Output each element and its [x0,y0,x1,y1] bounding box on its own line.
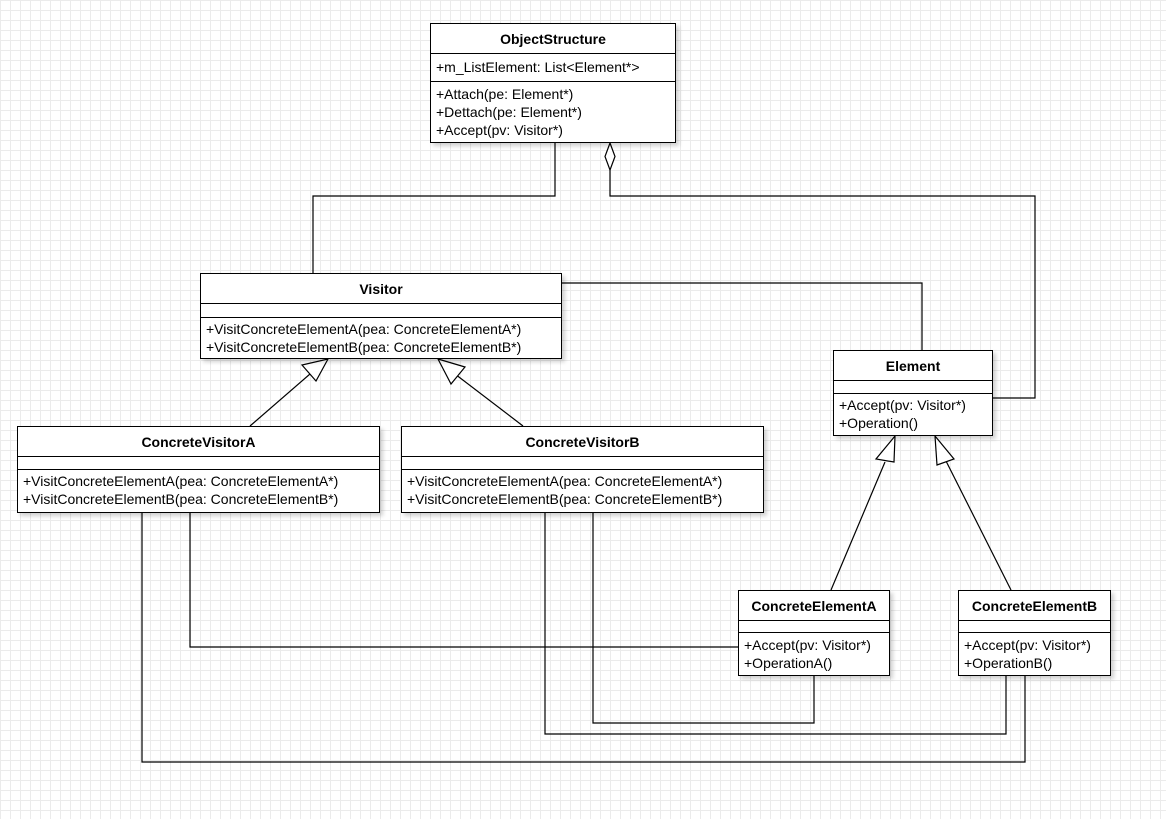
class-concreteelementa[interactable]: ConcreteElementA +Accept(pv: Visitor*) +… [738,590,890,676]
operation-row: +VisitConcreteElementA(pea: ConcreteElem… [407,473,723,489]
operation-row: +VisitConcreteElementB(pea: ConcreteElem… [23,491,339,507]
class-concretevisitorb[interactable]: ConcreteVisitorB +VisitConcreteElementA(… [401,426,764,513]
generalization-arrow-eb [934,434,956,466]
class-title: ObjectStructure [431,24,675,54]
operation-row: +OperationA() [744,655,833,671]
class-title: ConcreteVisitorA [18,427,379,457]
class-element[interactable]: Element +Accept(pv: Visitor*) +Operation… [833,350,993,436]
operation-row: +Accept(pv: Visitor*) [964,637,1091,653]
connector-concreteelementb-element[interactable] [945,460,1012,591]
operations-section: +Accept(pv: Visitor*) +OperationB() [959,633,1110,672]
connector-concretevisitorb-visitor[interactable] [454,373,524,427]
operation-row: +VisitConcreteElementA(pea: ConcreteElem… [23,473,339,489]
connector-concretevisitora-concreteelementa[interactable] [189,513,738,648]
operation-row: +Accept(pv: Visitor*) [744,637,871,653]
operation-row: +VisitConcreteElementB(pea: ConcreteElem… [206,339,522,355]
connector-objectstructure-element-aggregation[interactable] [609,170,1036,399]
connector-concretevisitorb-concreteelementb[interactable] [544,513,1007,735]
operations-section: +Accept(pv: Visitor*) +OperationA() [739,633,889,672]
connector-concretevisitorb-concreteelementa[interactable] [592,513,815,724]
connector-concreteelementa-element[interactable] [830,461,886,591]
operation-row: +Accept(pv: Visitor*) [839,397,966,413]
operation-row: +Accept(pv: Visitor*) [436,122,563,138]
class-title: Element [834,351,992,381]
connector-concretevisitora-visitor[interactable] [249,373,311,427]
class-title: ConcreteVisitorB [402,427,763,457]
class-title: ConcreteElementA [739,591,889,621]
aggregation-diamond [604,141,616,172]
operation-row: +OperationB() [964,655,1053,671]
operation-row: +VisitConcreteElementA(pea: ConcreteElem… [206,321,522,337]
generalization-arrow-ea [874,434,896,463]
operation-row: +Operation() [839,415,918,431]
attributes-section [201,304,561,318]
generalization-arrow-a [300,358,330,383]
operation-row: +VisitConcreteElementB(pea: ConcreteElem… [407,491,723,507]
operations-section: +VisitConcreteElementA(pea: ConcreteElem… [18,470,379,508]
attribute-row: +m_ListElement: List<Element*> [436,59,640,75]
operations-section: +Accept(pv: Visitor*) +Operation() [834,394,992,432]
attributes-section [402,457,763,470]
connector-concretevisitora-concreteelementb[interactable] [141,513,1026,763]
generalization-arrow-b [436,358,467,386]
attributes-section [739,621,889,633]
class-title: Visitor [201,274,561,304]
class-visitor[interactable]: Visitor +VisitConcreteElementA(pea: Conc… [200,273,562,359]
operation-row: +Dettach(pe: Element*) [436,104,582,120]
connector-objectstructure-visitor[interactable] [312,143,556,273]
class-title: ConcreteElementB [959,591,1110,621]
operations-section: +Attach(pe: Element*) +Dettach(pe: Eleme… [431,82,675,139]
attributes-section [834,381,992,394]
attributes-section [18,457,379,470]
attributes-section [959,621,1110,633]
class-objectstructure[interactable]: ObjectStructure +m_ListElement: List<Ele… [430,23,676,143]
attributes-section: +m_ListElement: List<Element*> [431,54,675,82]
class-concreteelementb[interactable]: ConcreteElementB +Accept(pv: Visitor*) +… [958,590,1111,676]
operations-section: +VisitConcreteElementA(pea: ConcreteElem… [201,318,561,356]
operations-section: +VisitConcreteElementA(pea: ConcreteElem… [402,470,763,508]
connector-visitor-element[interactable] [562,282,923,350]
operation-row: +Attach(pe: Element*) [436,86,574,102]
class-concretevisitora[interactable]: ConcreteVisitorA +VisitConcreteElementA(… [17,426,380,513]
